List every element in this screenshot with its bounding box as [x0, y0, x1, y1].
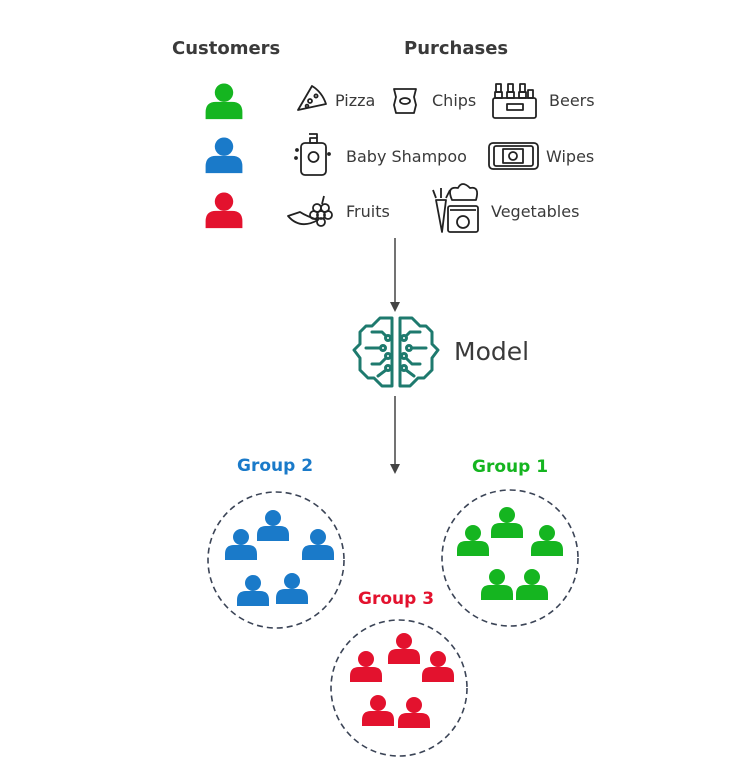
customer-green-icon: [205, 83, 243, 120]
group-3-cluster: [330, 619, 468, 757]
pizza-icon: [297, 85, 327, 111]
shampoo-bottle-icon: [294, 133, 331, 176]
fruits-icon: [287, 195, 333, 227]
chips-icon: [393, 88, 417, 114]
beer-crate-icon: [492, 83, 537, 119]
group-1-label: Group 1: [472, 457, 549, 477]
group-2-cluster: [207, 491, 345, 629]
wipes-pack-icon: [488, 142, 539, 170]
group-1-cluster: [441, 489, 579, 627]
purchase-label-pizza: Pizza: [335, 91, 376, 110]
purchase-label-chips: Chips: [432, 91, 477, 110]
group-3-label: Group 3: [358, 589, 435, 609]
purchase-label-vegetables: Vegetables: [491, 202, 580, 221]
purchase-label-baby-shampoo: Baby Shampoo: [346, 147, 467, 166]
customer-red-icon: [205, 192, 243, 229]
group-2-label: Group 2: [237, 456, 314, 476]
model-label: Model: [454, 337, 530, 366]
purchase-label-wipes: Wipes: [546, 147, 595, 166]
purchase-label-fruits: Fruits: [346, 202, 390, 221]
brain-circuit-icon: [352, 316, 440, 388]
purchases-header: Purchases: [404, 38, 509, 59]
purchase-label-beers: Beers: [549, 91, 595, 110]
customer-blue-icon: [205, 137, 243, 174]
customers-header: Customers: [172, 38, 281, 59]
vegetables-icon: [432, 183, 479, 233]
